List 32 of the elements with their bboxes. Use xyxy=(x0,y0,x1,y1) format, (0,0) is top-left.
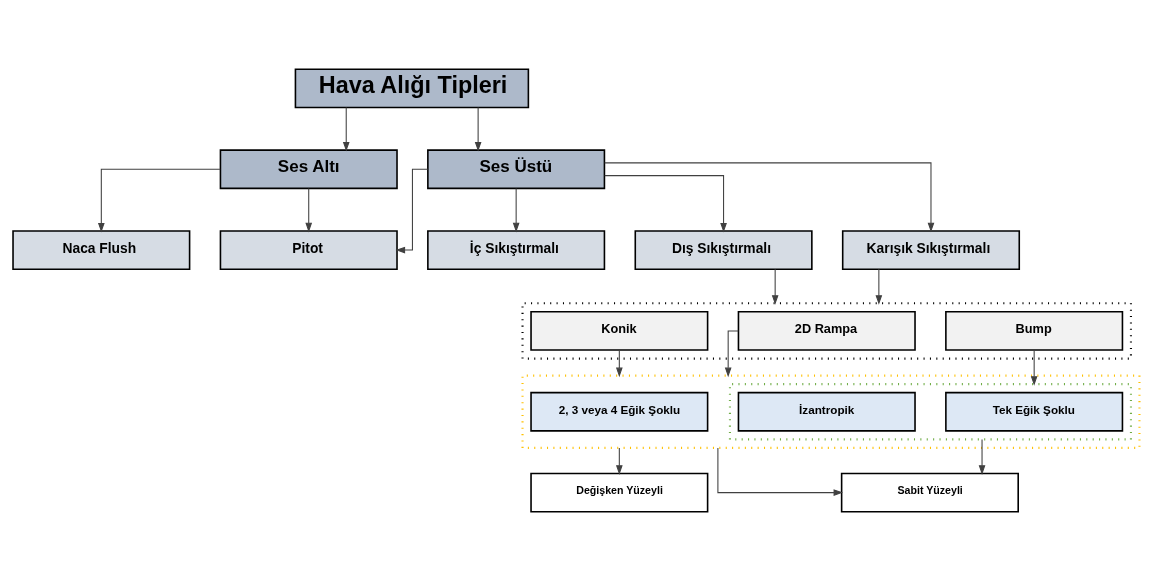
arrow xyxy=(305,187,313,232)
node-box: Hava Alığı Tipleri xyxy=(294,67,530,108)
node-box: Dış Sıkıştırmalı xyxy=(634,229,813,270)
node-box: Pitot xyxy=(219,229,398,270)
node-box: Tek Eğik Şoklu xyxy=(945,391,1124,432)
node-box: İç Sıkıştırmalı xyxy=(427,229,606,270)
node-box: Naca Flush xyxy=(12,229,191,270)
arrow xyxy=(1030,349,1038,386)
arrow xyxy=(474,106,482,152)
arrow xyxy=(604,161,935,232)
arrow xyxy=(512,187,520,232)
arrow xyxy=(875,268,883,305)
arrow xyxy=(724,329,739,377)
node-box: Bump xyxy=(945,310,1124,351)
arrow xyxy=(604,174,727,232)
arrow xyxy=(717,446,844,496)
cluster xyxy=(728,382,1132,440)
node-box: Sabit Yüzeyli xyxy=(840,472,1019,513)
arrow xyxy=(978,438,986,475)
cluster xyxy=(521,301,1132,360)
node-box: İzantropik xyxy=(737,391,916,432)
node-box: Ses Üstü xyxy=(427,148,606,189)
arrow xyxy=(771,268,779,305)
arrow xyxy=(395,168,429,253)
node-box: Değişken Yüzeyli xyxy=(530,472,709,513)
arrow xyxy=(342,106,350,152)
node-box: 2, 3 veya 4 Eğik Şoklu xyxy=(530,391,709,432)
node-box: Ses Altı xyxy=(219,148,398,189)
node-box: Karışık Sıkıştırmalı xyxy=(841,229,1021,270)
arrow xyxy=(97,168,221,233)
node-box: Konik xyxy=(530,310,709,351)
node-box: 2D Rampa xyxy=(737,310,916,351)
